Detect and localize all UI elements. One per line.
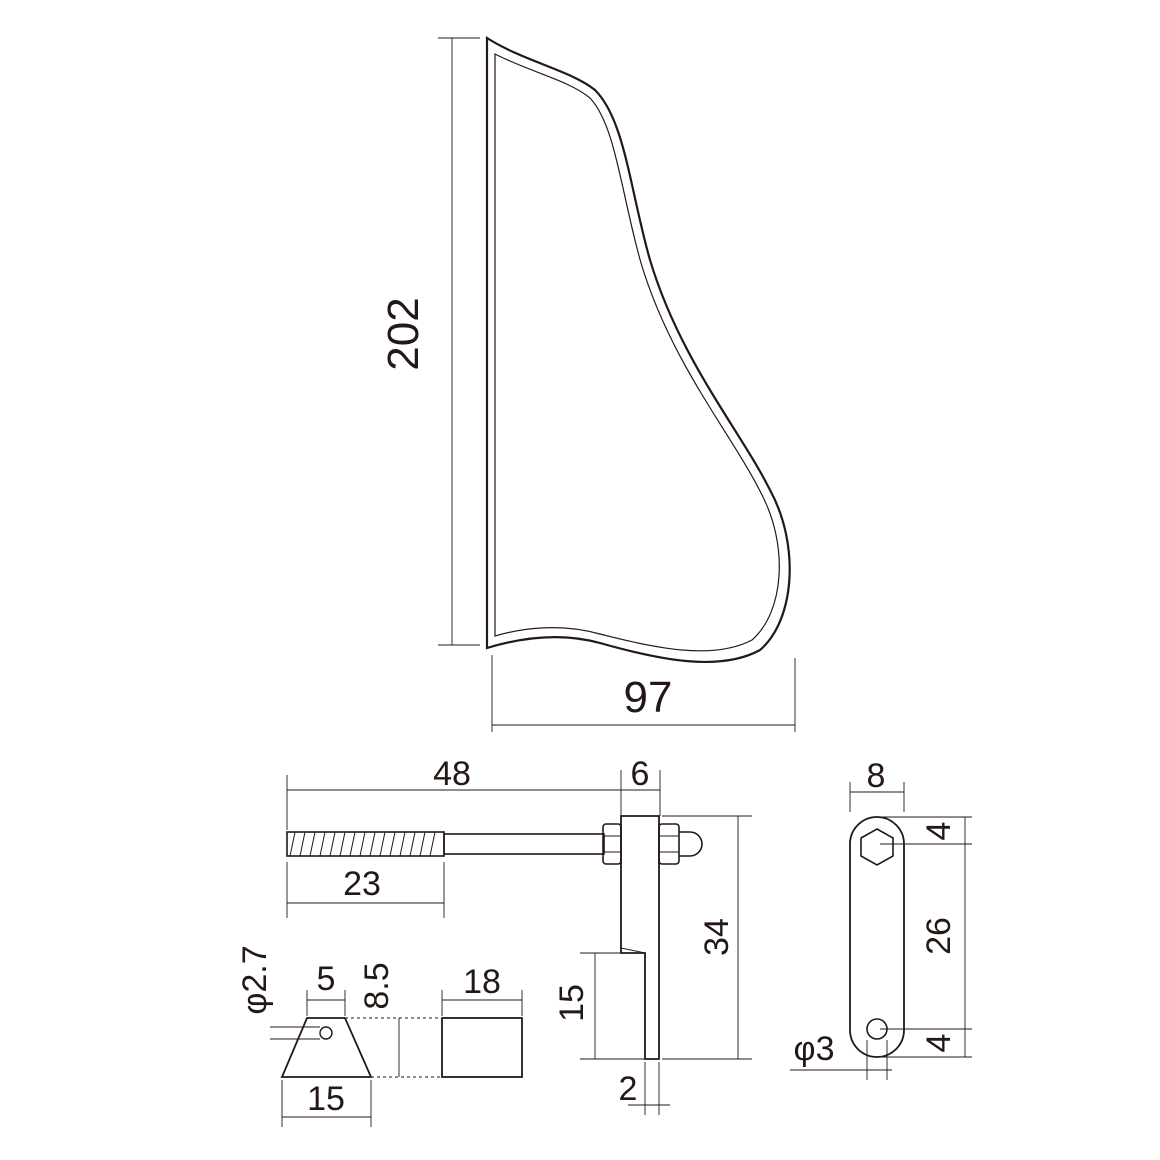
tab-width-label: 2	[619, 1070, 638, 1108]
clip-body	[849, 816, 905, 1058]
screw-shaft	[443, 833, 605, 855]
spacer-top-width-label: 5	[317, 960, 336, 998]
pickguard-height-label: 202	[379, 297, 428, 370]
clip-hex-nut	[860, 828, 894, 866]
bracket-plate	[620, 815, 660, 1060]
clip-top-offset-label: 4	[920, 822, 958, 841]
bracket-assembly: 48 6 23 34 15 2	[286, 755, 752, 1115]
spacer-block	[441, 1017, 523, 1078]
pickguard: 202 97	[379, 36, 796, 732]
thread-length-label: 23	[343, 865, 381, 903]
bracket-width-label: 6	[631, 755, 650, 793]
clip-bottom-offset-label: 4	[920, 1034, 958, 1053]
spacer-height-label: 8.5	[358, 962, 396, 1009]
clip-hole-span-label: 26	[920, 917, 958, 955]
clip-part: 8 4 26 4 φ3	[790, 757, 972, 1080]
spacer-bottom-width-label: 15	[307, 1080, 345, 1118]
screw-thread	[286, 831, 445, 857]
pickguard-width-label: 97	[624, 673, 673, 722]
spacer-hole-label: φ2.7	[236, 945, 274, 1014]
tab-height-label: 15	[553, 984, 591, 1022]
screw-tip	[679, 831, 703, 857]
spacer-hole	[319, 1026, 333, 1040]
screw-length-label: 48	[433, 755, 471, 793]
spacer-block-width-label: 18	[463, 963, 501, 1001]
spacer-part: 5 φ2.7 8.5 15 18	[236, 945, 523, 1127]
bracket-height-label: 34	[698, 918, 736, 956]
clip-hole-label: φ3	[794, 1030, 835, 1068]
pickguard-binding	[494, 53, 780, 652]
pickguard-outline	[485, 36, 791, 663]
screw-nut-left	[602, 823, 622, 865]
screw-nut-right	[658, 823, 680, 865]
clip-width-label: 8	[867, 757, 886, 795]
